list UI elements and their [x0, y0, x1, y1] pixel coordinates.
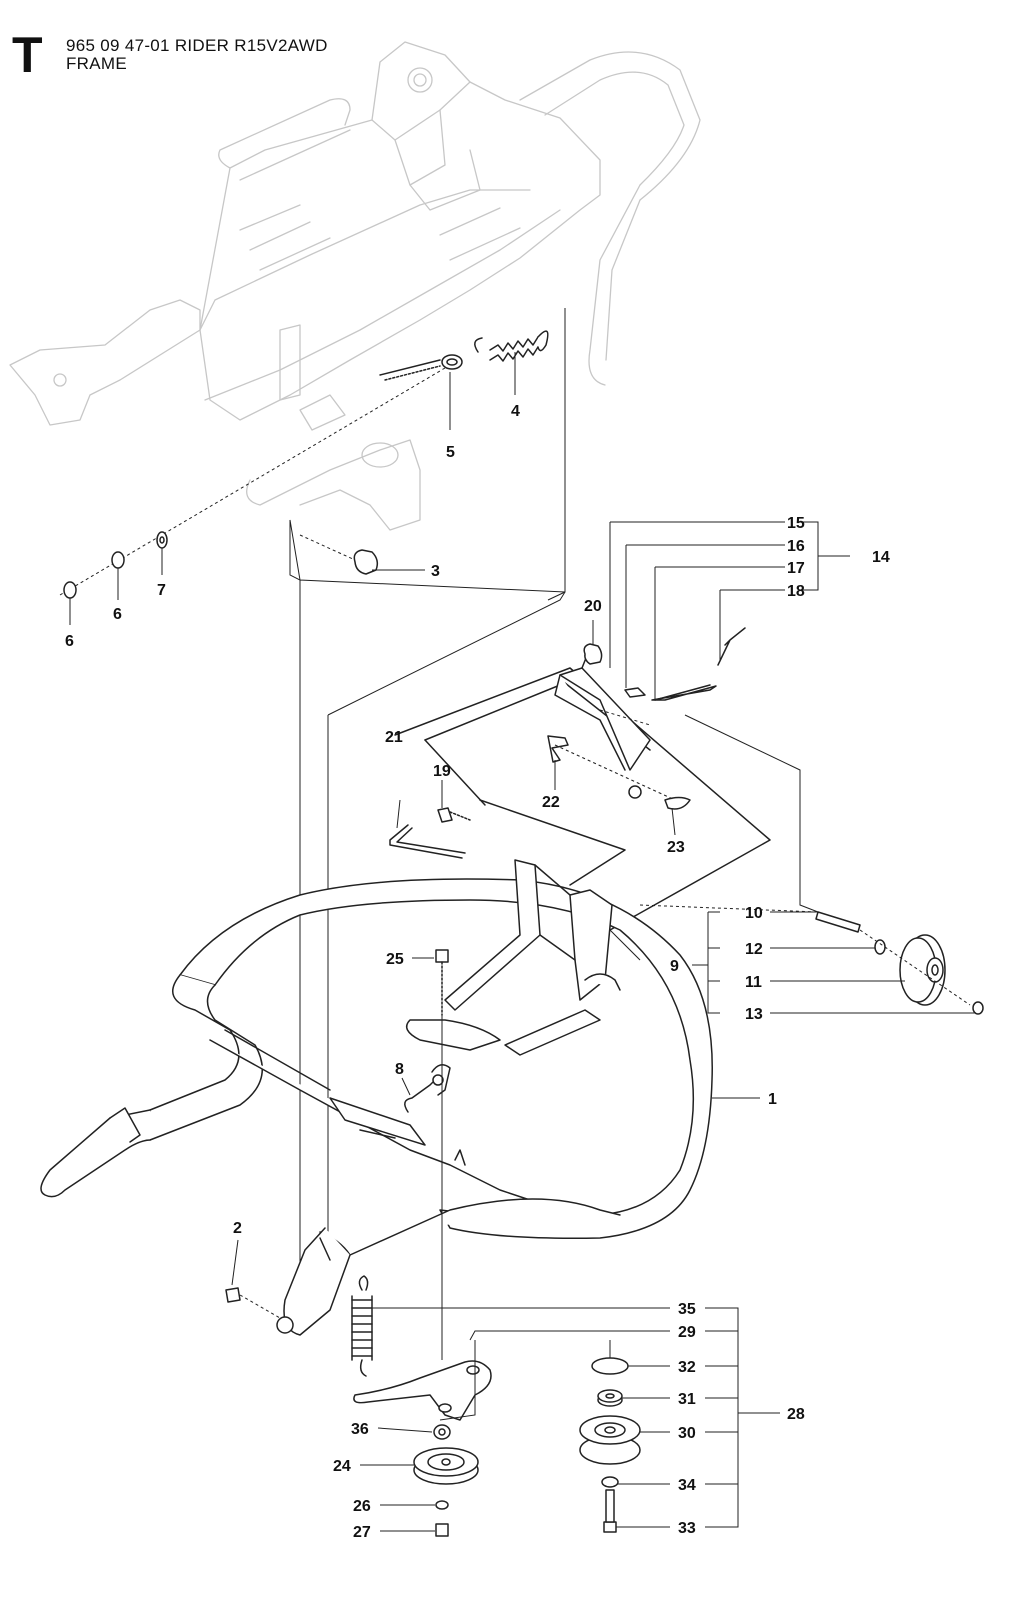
- seat-bracket-tube: [444, 859, 621, 1056]
- bolt-part-33: [603, 1489, 617, 1533]
- callout-29: 29: [678, 1324, 696, 1341]
- callout-28: 28: [787, 1406, 805, 1423]
- spring-clip-part-8: [404, 1064, 451, 1113]
- callout-5: 5: [446, 444, 455, 461]
- callout-19: 19: [433, 763, 451, 780]
- callout-34: 34: [678, 1477, 696, 1494]
- nut-part-27: [435, 1523, 449, 1537]
- callout-33: 33: [678, 1520, 696, 1537]
- main-frame-part-1: [40, 878, 713, 1336]
- bolt-part-19: [437, 807, 471, 823]
- callout-4: 4: [511, 403, 520, 420]
- pedal-plate: [405, 1019, 501, 1051]
- callout-11: 11: [745, 974, 762, 991]
- callout-21: 21: [385, 729, 403, 746]
- callout-14: 14: [872, 549, 890, 566]
- nut-part-6a: [63, 581, 77, 599]
- bushing-part-36: [433, 1424, 451, 1440]
- callout-25: 25: [386, 951, 404, 968]
- callout-20: 20: [584, 598, 602, 615]
- callout-36: 36: [351, 1421, 369, 1438]
- washer-part-12: [874, 939, 886, 955]
- washer-part-34: [601, 1476, 619, 1488]
- bracket-part-17: [651, 684, 717, 701]
- callout-10: 10: [745, 905, 763, 922]
- spring-part-4: [474, 330, 549, 362]
- callout-31: 31: [678, 1391, 696, 1408]
- callout-2: 2: [233, 1220, 242, 1237]
- clip-part-13: [972, 1001, 984, 1015]
- snap-ring-part-32: [591, 1357, 629, 1375]
- callout-7: 7: [157, 582, 166, 599]
- idler-arm-part-29: [353, 1360, 492, 1421]
- callout-labels: 1 2 3 4 5 6 6 7 8 9 10 11 12 13 14 15 16…: [65, 403, 890, 1541]
- callout-22: 22: [542, 794, 560, 811]
- bolt-part-25: [435, 949, 449, 1016]
- callout-15: 15: [787, 515, 805, 532]
- pulley-part-24: [413, 1447, 479, 1485]
- axle-part-10: [815, 911, 861, 933]
- callout-18: 18: [787, 583, 805, 600]
- callout-6a: 6: [65, 633, 74, 650]
- pulley-part-30: [579, 1415, 641, 1465]
- nut-part-3: [353, 549, 379, 575]
- clip-part-16: [624, 687, 646, 698]
- nut-part-20: [583, 643, 603, 665]
- clip-part-23: [664, 796, 691, 810]
- bearing-part-31: [597, 1389, 623, 1407]
- pin-part-18: [717, 627, 746, 666]
- bolt-part-22: [547, 735, 569, 763]
- wheel-part-11: [899, 934, 946, 1006]
- callout-30: 30: [678, 1425, 696, 1442]
- callout-1: 1: [768, 1091, 777, 1108]
- callout-24: 24: [333, 1458, 351, 1475]
- section-letter: T: [12, 27, 43, 83]
- callout-3: 3: [431, 563, 440, 580]
- spring-part-35: [351, 1275, 373, 1377]
- callout-35: 35: [678, 1301, 696, 1318]
- callout-26: 26: [353, 1498, 371, 1515]
- callout-32: 32: [678, 1359, 696, 1376]
- callout-6b: 6: [113, 606, 122, 623]
- callout-12: 12: [745, 941, 763, 958]
- seat-plate-assembly: [394, 667, 771, 931]
- callout-13: 13: [745, 1006, 763, 1023]
- section-title: FRAME: [66, 54, 127, 73]
- callout-27: 27: [353, 1524, 371, 1541]
- ghost-chassis-frame: [9, 41, 701, 531]
- callout-16: 16: [787, 538, 805, 555]
- rod-part-21: [389, 824, 466, 859]
- callout-23: 23: [667, 839, 685, 856]
- bolt-part-2: [225, 1287, 241, 1303]
- bolt-part-5: [379, 354, 463, 381]
- callout-9: 9: [670, 958, 679, 975]
- callout-17: 17: [787, 560, 805, 577]
- nut-part-6b: [111, 551, 125, 569]
- model-title: 965 09 47-01 RIDER R15V2AWD: [66, 36, 328, 55]
- callout-8: 8: [395, 1061, 404, 1078]
- washer-part-26: [435, 1500, 449, 1510]
